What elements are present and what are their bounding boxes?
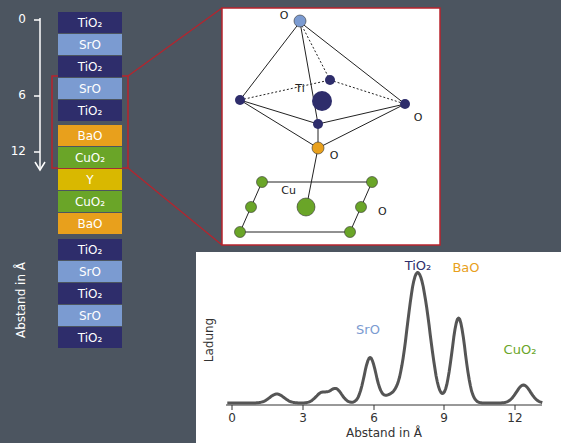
atom-label: O — [280, 10, 289, 22]
layer-name: SrO — [79, 309, 101, 323]
layer-name: TiO₂ — [78, 16, 103, 30]
layer-name: SrO — [79, 38, 101, 52]
layer-band: TiO₂ — [58, 239, 122, 260]
peak-label: BaO — [452, 261, 479, 275]
atom-label: Ti — [295, 83, 304, 95]
depth-axis — [39, 18, 41, 168]
axis-value: 0 — [18, 13, 26, 26]
chart-panel — [196, 252, 561, 443]
layer-band: BaO — [58, 125, 122, 146]
zoom-frame — [52, 76, 128, 168]
layer-name: CuO₂ — [75, 151, 105, 165]
axis-value: 0 — [228, 412, 236, 425]
peak-label: TiO₂ — [405, 259, 432, 273]
atom-label: O — [378, 206, 387, 218]
layer-band: TiO₂ — [58, 100, 122, 121]
layer-name: SrO — [79, 82, 101, 96]
octahedron — [240, 22, 405, 199]
layer-band: TiO₂ — [58, 12, 122, 33]
atom-label: O — [414, 112, 423, 124]
cuo2-plane — [240, 182, 372, 232]
peak-label: SrO — [356, 323, 380, 337]
charge-curve — [227, 273, 542, 403]
layer-band: SrO — [58, 34, 122, 55]
layer-band: TiO₂ — [58, 56, 122, 77]
oxygen-atom — [294, 15, 306, 27]
axis-title: Abstand in Å — [15, 262, 28, 338]
layer-band: TiO₂ — [58, 327, 122, 348]
axis-arrowhead — [35, 162, 45, 170]
layer-name: BaO — [77, 217, 102, 231]
axis-value: 3 — [299, 412, 307, 425]
oxygen-atom — [235, 95, 245, 105]
layer-name: CuO₂ — [75, 195, 105, 209]
titanium-atom — [312, 91, 332, 111]
zoom-line — [128, 8, 222, 76]
layer-name: TiO₂ — [78, 287, 103, 301]
layer-name: TiO₂ — [78, 243, 103, 257]
layer-name: SrO — [79, 265, 101, 279]
layer-band: SrO — [58, 305, 122, 326]
oxygen-atom — [400, 99, 410, 109]
atom-label: O — [330, 150, 339, 162]
oxygen-atoms — [235, 177, 378, 238]
layer-band: Y — [58, 169, 122, 190]
axis-value: 9 — [440, 412, 448, 425]
peak-label: CuO₂ — [504, 343, 537, 357]
layer-name: TiO₂ — [78, 60, 103, 74]
axis-value: 12 — [11, 145, 26, 158]
layer-band: CuO₂ — [58, 191, 122, 212]
oxygen-atom — [325, 75, 335, 85]
axis-value: 12 — [507, 412, 522, 425]
structure-box — [222, 8, 440, 245]
oxygen-atom — [313, 119, 323, 129]
layer-band: BaO — [58, 213, 122, 234]
axis-tick — [34, 19, 40, 21]
axis-tick — [34, 151, 40, 153]
atom-label: Cu — [281, 185, 296, 197]
axis-title: Ladung — [203, 318, 216, 362]
layer-name: BaO — [77, 129, 102, 143]
layer-band: SrO — [58, 261, 122, 282]
chart-baseline — [226, 405, 542, 406]
axis-value: 6 — [18, 89, 26, 102]
layer-name: TiO₂ — [78, 104, 103, 118]
layer-band: TiO₂ — [58, 283, 122, 304]
layer-band: SrO — [58, 78, 122, 99]
zoom-line — [128, 168, 222, 245]
axis-title: Abstand in Å — [346, 427, 422, 440]
axis-tick — [34, 95, 40, 97]
apical-oxygen-atom — [312, 142, 324, 154]
chart-ticks — [232, 405, 515, 410]
axis-value: 6 — [370, 412, 378, 425]
copper-atom — [297, 198, 315, 216]
layer-band: CuO₂ — [58, 147, 122, 168]
layer-name: Y — [86, 173, 93, 187]
layer-name: TiO₂ — [78, 331, 103, 345]
